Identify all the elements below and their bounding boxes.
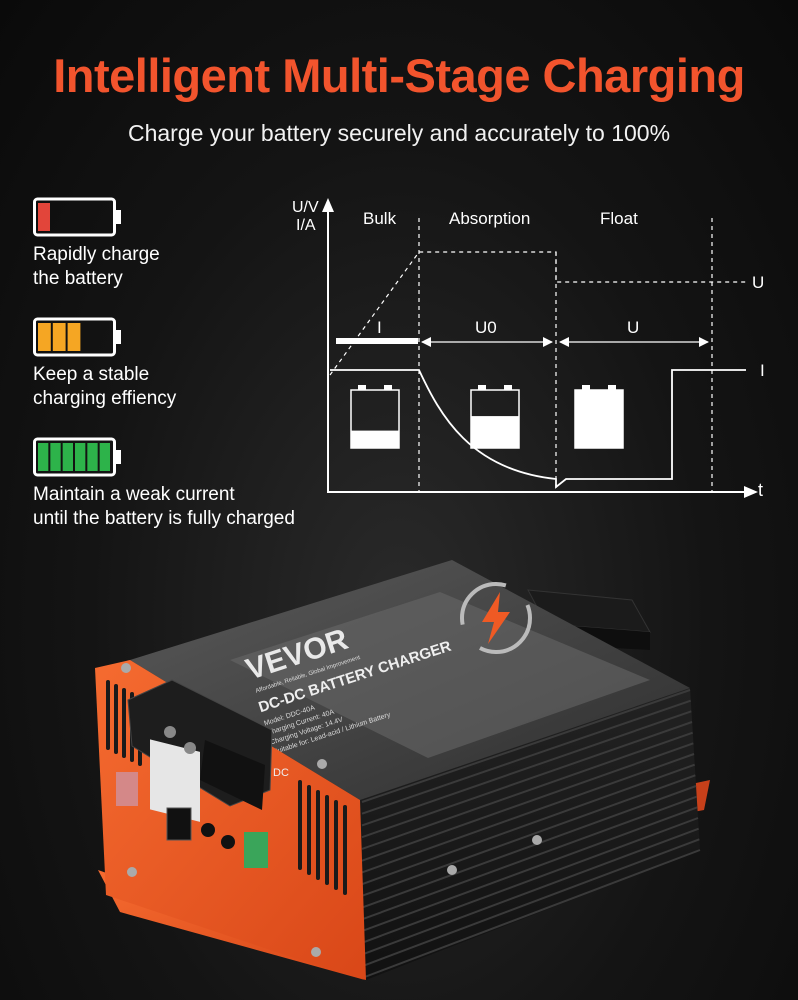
battery-segment [38, 443, 49, 471]
page-subtitle: Charge your battery securely and accurat… [127, 120, 671, 146]
battery-segment [62, 443, 73, 471]
feature-float-charge: Maintain a weak current until the batter… [33, 437, 295, 531]
battery-fill [471, 416, 519, 448]
battery-fill [351, 430, 399, 448]
page-title: Intelligent Multi-Stage Charging [53, 49, 745, 102]
segment-label-i: I [377, 318, 382, 337]
dip-switch [116, 772, 138, 806]
battery-segment [38, 323, 51, 351]
feature-fast-charge: Rapidly charge the battery [33, 197, 160, 291]
x-axis-arrow [744, 486, 758, 498]
stage-label-bulk: Bulk [363, 209, 397, 228]
battery-segment [67, 323, 81, 351]
side-mark: DC [273, 767, 289, 779]
stage-label-absorption: Absorption [449, 209, 530, 228]
battery-segment [50, 443, 61, 471]
screw [532, 835, 542, 845]
voltage-level-label: U [752, 273, 764, 292]
battery-segment [87, 443, 98, 471]
stage-battery-icon [574, 385, 624, 449]
voltage-curve [329, 251, 746, 376]
battery-low-icon [33, 197, 121, 237]
battery-segment [99, 443, 110, 471]
bulk-current-bar [336, 338, 418, 344]
feature-text: Rapidly charge the battery [33, 244, 160, 289]
led-indicator [221, 835, 235, 849]
stage-battery-icon [350, 385, 400, 449]
battery-segment [75, 443, 86, 471]
segment-label-u: U [627, 318, 639, 337]
stage-label-float: Float [600, 209, 638, 228]
x-axis-label: t [758, 480, 763, 500]
green-connector [244, 832, 268, 868]
rj-port [166, 807, 192, 841]
charging-stage-diagram: U/V I/A t Bulk Absorption Float U I U0 U… [292, 198, 765, 500]
segment-label-u0: U0 [475, 318, 497, 337]
current-curve [330, 369, 746, 489]
feature-text: Maintain a weak current until the batter… [33, 484, 295, 529]
lightning-bolt-icon [460, 582, 532, 654]
battery-medium-icon [33, 317, 121, 357]
product-label [230, 592, 650, 758]
charger-device-illustration: VEVOR Affordable, Reliable, Global Impro… [95, 560, 710, 980]
led-indicator [201, 823, 215, 837]
y-axis-arrow [322, 198, 334, 212]
screw [447, 865, 457, 875]
battery-full-icon [33, 437, 121, 477]
current-level-label: I [760, 361, 765, 380]
feature-text: Keep a stable charging effiency [33, 364, 177, 409]
battery-fill [575, 390, 623, 448]
y-axis-label: U/V [292, 199, 319, 216]
y-axis-label: I/A [296, 217, 316, 234]
feature-stable-charge: Keep a stable charging effiency [33, 317, 176, 411]
stage-battery-icon [470, 385, 520, 449]
battery-segment [52, 323, 66, 351]
